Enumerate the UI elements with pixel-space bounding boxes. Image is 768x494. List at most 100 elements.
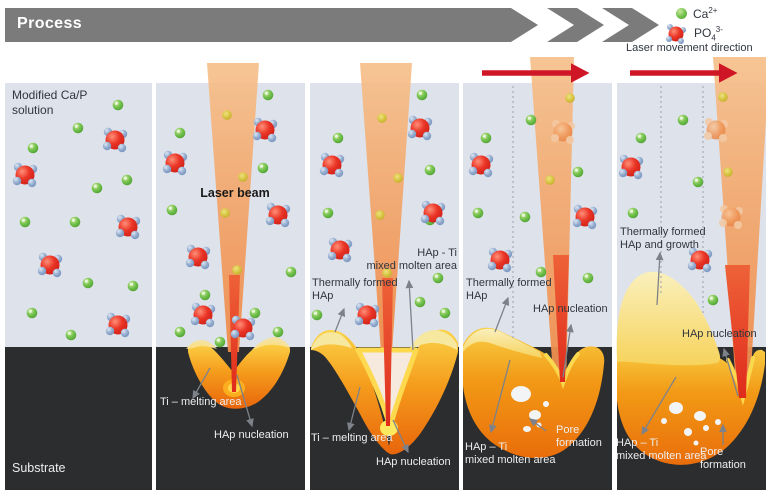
po4-ion <box>190 302 216 328</box>
heated-particle <box>545 175 555 185</box>
laser-core <box>725 265 750 398</box>
ca-ion <box>272 326 284 338</box>
po4-ion <box>407 115 433 141</box>
ca-ion <box>112 99 124 111</box>
banner-chevron-icon <box>602 8 659 42</box>
po4-ion <box>37 252 63 278</box>
heated-particle <box>382 268 392 278</box>
ca-ion <box>311 309 323 321</box>
ca-ion <box>692 176 704 188</box>
ca-ion <box>416 89 428 101</box>
hap-mound <box>463 328 542 358</box>
po4-ion <box>468 152 494 178</box>
ca-ion <box>199 289 211 301</box>
annotation-arrows <box>192 251 739 454</box>
laser-beam-label: Laser beam <box>200 186 270 200</box>
pores <box>511 386 549 432</box>
po4-ion <box>319 152 345 178</box>
po4-ion-heated <box>719 205 743 229</box>
ca-ion <box>69 216 81 228</box>
ca-ion <box>472 207 484 219</box>
heated-particle <box>375 210 385 220</box>
laser-core <box>553 255 569 382</box>
heated-particle <box>723 167 733 177</box>
po4-ion <box>115 214 141 240</box>
po4-ion <box>102 127 128 153</box>
melt-pool <box>311 329 458 455</box>
ca-ion <box>439 307 451 319</box>
po4-ion-icon <box>666 24 686 44</box>
ca-ion <box>214 336 226 348</box>
ca-ion <box>65 329 77 341</box>
ca-ion <box>322 207 334 219</box>
po4-ion <box>252 117 278 143</box>
laser-beam <box>207 63 259 352</box>
hap-nucleation-label: HAp nucleation <box>376 456 451 468</box>
pores <box>661 402 721 446</box>
ca-ion <box>677 114 689 126</box>
ca-ion <box>635 132 647 144</box>
heated-particle <box>232 265 242 275</box>
heated-particle <box>377 113 387 123</box>
hap-nucleation-label: HAp nucleation <box>533 303 608 315</box>
melt-pool <box>463 327 605 458</box>
laser-direction-label: Laser movement direction <box>626 42 753 54</box>
ca-ion <box>249 307 261 319</box>
ca-ion <box>19 216 31 228</box>
heated-particle <box>238 172 248 182</box>
ca-ion <box>82 277 94 289</box>
process-banner <box>5 8 659 42</box>
heated-particle <box>220 208 230 218</box>
ca-ion <box>72 122 84 134</box>
po4-ion <box>420 200 446 226</box>
ca-ion <box>627 207 639 219</box>
po4-ion-heated <box>704 118 728 142</box>
previous-beam-position-lines <box>512 86 704 338</box>
po4-ion <box>105 312 131 338</box>
legend-ca-label: Ca2+ <box>693 6 718 21</box>
ca-ion <box>174 127 186 139</box>
po4-ion <box>687 247 713 273</box>
ca-ion <box>414 296 426 308</box>
heated-particle <box>565 93 575 103</box>
ca-ion <box>535 266 547 278</box>
po4-ion <box>487 247 513 273</box>
ca-ion <box>174 326 186 338</box>
ca-ion <box>26 307 38 319</box>
melt-pool <box>617 344 765 465</box>
ca-ion <box>519 211 531 223</box>
ti-melting-area-label: Ti – melting area <box>160 396 242 408</box>
process-title: Process <box>17 15 83 32</box>
po4-ion <box>185 244 211 270</box>
ca-ion <box>27 142 39 154</box>
ca-ion <box>91 182 103 194</box>
po4-ion <box>572 204 598 230</box>
panel-2-melting-stage <box>156 63 305 490</box>
ca-ion <box>262 89 274 101</box>
panel-5-growth-stage <box>616 57 766 490</box>
ca-ion <box>424 164 436 176</box>
heated-particle <box>222 110 232 120</box>
heated-particle <box>393 173 403 183</box>
ca-ion <box>432 272 444 284</box>
ca-ion-icon <box>676 8 687 19</box>
panel-3-deep-melting-stage <box>310 63 459 490</box>
substrate-label: Substrate <box>12 461 66 475</box>
melt-pool <box>188 341 290 409</box>
hap-mound <box>616 271 721 366</box>
ca-ion <box>257 162 269 174</box>
po4-ion <box>265 202 291 228</box>
ca-ion <box>707 294 719 306</box>
po4-ion <box>162 150 188 176</box>
ca-ion <box>572 166 584 178</box>
ion-molecules <box>12 89 743 348</box>
ca-ion <box>525 114 537 126</box>
legend-po4: PO43- <box>664 22 723 46</box>
